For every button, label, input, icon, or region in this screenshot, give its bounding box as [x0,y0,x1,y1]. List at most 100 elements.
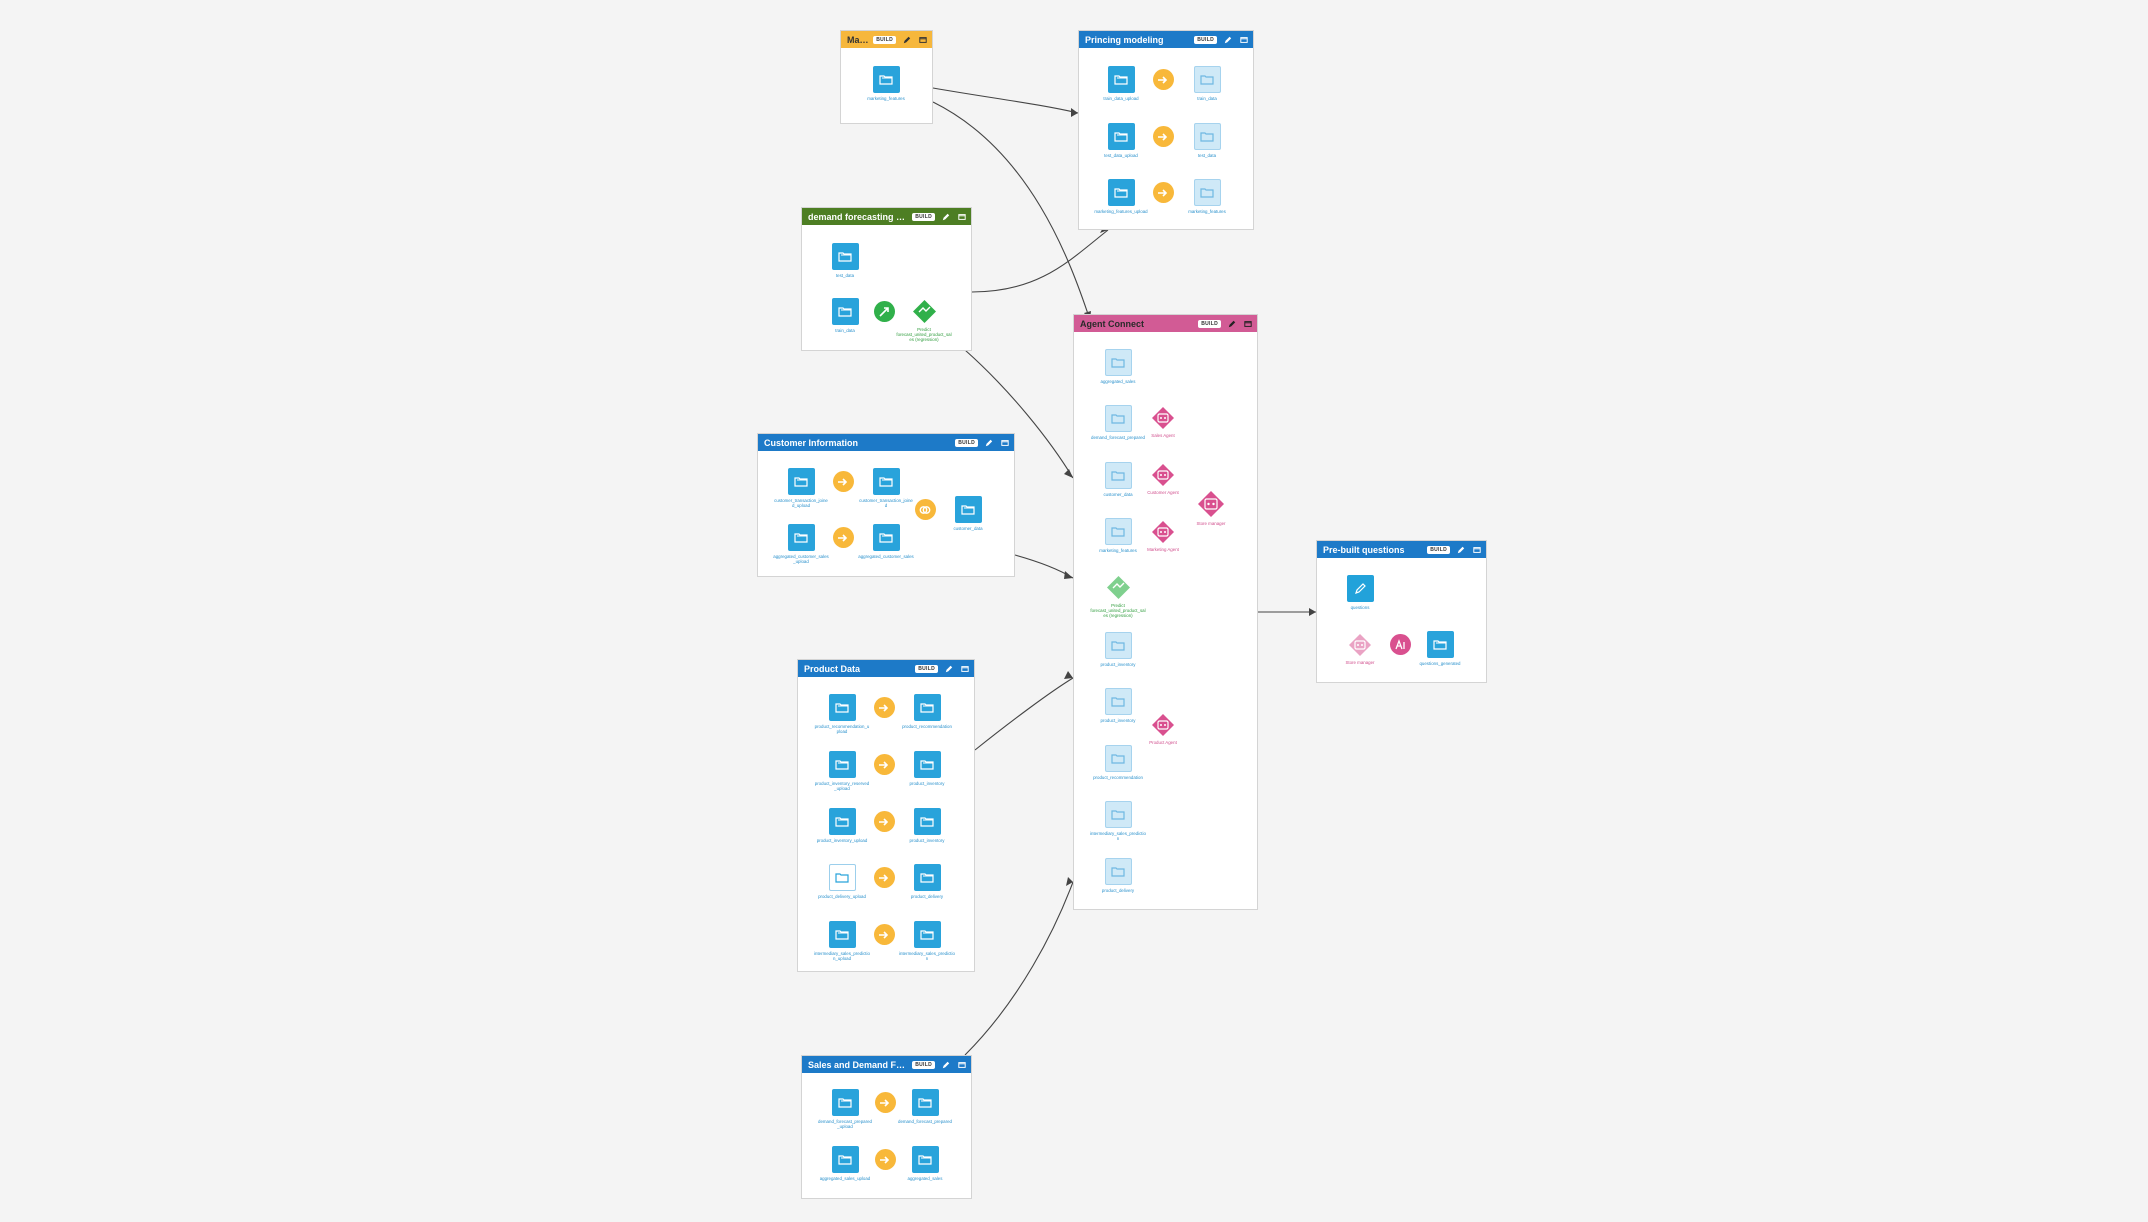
recipe-node[interactable] [856,301,912,322]
dataset-node[interactable]: customer_transaction_joined [858,468,914,508]
dataset-node[interactable]: marketing_features [858,66,914,101]
dataset-node[interactable]: product_inventory [899,751,955,786]
dataset-node[interactable]: train_data [1179,66,1235,101]
recipe-node[interactable] [856,867,912,888]
build-button[interactable]: BUILD [955,438,978,447]
build-button[interactable]: BUILD [1427,545,1450,554]
window-icon[interactable] [957,212,967,222]
dataset-node[interactable]: demand_forecast_prepared [897,1089,953,1124]
dataset-node[interactable]: product_recommendation [1090,745,1146,780]
dataset-node[interactable]: test_data_upload [1093,123,1149,158]
dataset-node[interactable]: product_delivery [1090,858,1146,893]
dataset-node[interactable]: demand_forecast_prepared_upload [817,1089,873,1129]
dataset-node[interactable]: customer_data [940,496,996,531]
dataset-node[interactable]: train_data [817,298,873,333]
edit-icon[interactable] [902,35,912,45]
agent-node[interactable]: Store manager [1183,490,1239,526]
zone-header: Mar... BUILD [841,31,932,48]
edit-icon[interactable] [941,1060,951,1070]
recipe-node[interactable] [1372,634,1428,655]
model-node[interactable]: Predict forecast_united_product_sales (r… [896,299,952,342]
agent-node[interactable]: Sales Agent [1135,406,1191,438]
agent-node[interactable]: Store manager [1332,633,1388,665]
dataset-node[interactable]: aggregated_customer_sales [858,524,914,559]
recipe-node[interactable] [1135,126,1191,147]
recipe-node[interactable] [856,924,912,945]
dataset-node[interactable]: customer_data [1090,462,1146,497]
dataset-node[interactable]: product_recommendation [899,694,955,729]
dataset-node[interactable]: customer_transaction_joined_upload [773,468,829,508]
model-node[interactable]: Predict forecast_united_product_sales (r… [1090,575,1146,618]
node-label: Product Agent [1149,740,1177,745]
build-button[interactable]: BUILD [873,35,896,44]
dataset-node[interactable]: marketing_features [1090,518,1146,553]
dataset-node[interactable]: aggregated_customer_sales_upload [773,524,829,564]
dataset-node[interactable]: product_inventory [1090,632,1146,667]
recipe-node[interactable] [815,527,871,548]
dataset-node[interactable]: product_inventory_upload [814,808,870,843]
dataset-node[interactable]: product_delivery [899,864,955,899]
build-button[interactable]: BUILD [1194,35,1217,44]
recipe-node[interactable] [857,1149,913,1170]
dataset-node[interactable]: product_inventory [1090,688,1146,723]
build-button[interactable]: BUILD [1198,319,1221,328]
recipe-node[interactable] [856,811,912,832]
dataset-folder-icon [828,751,856,778]
zone-sales-demand-forecast[interactable]: Sales and Demand Forecast BUILD [801,1055,972,1199]
dataset-node[interactable]: train_data_upload [1093,66,1149,101]
dataset-node[interactable]: questions_generated [1412,631,1468,666]
dataset-node[interactable]: aggregated_sales [1090,349,1146,384]
node-label: Predict forecast_united_product_sales (r… [896,327,952,342]
zone-demand-forecasting[interactable]: demand forecasting model BUILD [801,207,972,351]
window-icon[interactable] [1000,438,1010,448]
recipe-node[interactable] [856,697,912,718]
recipe-node[interactable] [856,754,912,775]
dataset-node[interactable]: aggregated_sales_upload [817,1146,873,1181]
build-button[interactable]: BUILD [915,664,938,673]
join-recipe-icon [914,499,936,520]
zone-prebuilt-questions[interactable]: Pre-built questions BUILD [1316,540,1487,683]
dataset-node[interactable]: test_data [1179,123,1235,158]
build-button[interactable]: BUILD [912,1060,935,1069]
recipe-node[interactable] [815,471,871,492]
window-icon[interactable] [960,664,970,674]
recipe-node[interactable] [897,499,953,520]
dataset-node[interactable]: marketing_features_upload [1093,179,1149,214]
dataset-node[interactable]: intermediary_sales_prediction_upload [814,921,870,961]
editable-dataset-node[interactable]: questions [1332,575,1388,610]
dataset-node[interactable]: product_delivery_upload [814,864,870,899]
zone-header: Sales and Demand Forecast BUILD [802,1056,971,1073]
edit-icon[interactable] [1456,545,1466,555]
edit-icon[interactable] [1227,319,1237,329]
dataset-node[interactable]: intermediary_sales_prediction [1090,801,1146,841]
zone-header: Princing modeling BUILD [1079,31,1253,48]
edit-icon[interactable] [1223,35,1233,45]
agent-node[interactable]: Product Agent [1135,713,1191,745]
window-icon[interactable] [957,1060,967,1070]
edit-icon[interactable] [941,212,951,222]
dataset-node[interactable]: intermediary_sales_prediction [899,921,955,961]
dataset-node[interactable]: product_inventory_reserved_upload [814,751,870,791]
dataset-folder-icon [1107,123,1135,150]
edit-icon[interactable] [984,438,994,448]
window-icon[interactable] [1243,319,1253,329]
dataset-node[interactable]: product_recommendation_upload [814,694,870,734]
node-label: product_delivery_upload [818,894,866,899]
dataset-node[interactable]: demand_forecast_prepared [1090,405,1146,440]
window-icon[interactable] [1239,35,1249,45]
recipe-node[interactable] [1135,182,1191,203]
build-button[interactable]: BUILD [912,212,935,221]
dataset-node[interactable]: aggregated_sales [897,1146,953,1181]
agent-node[interactable]: Marketing Agent [1135,520,1191,552]
dataset-node[interactable]: product_inventory [899,808,955,843]
edit-icon[interactable] [944,664,954,674]
recipe-node[interactable] [1135,69,1191,90]
window-icon[interactable] [918,35,928,45]
node-label: product_inventory_upload [816,838,868,843]
dataset-node[interactable]: marketing_features [1179,179,1235,214]
recipe-node[interactable] [857,1092,913,1113]
agent-robot-icon [1151,713,1175,737]
dataset-node[interactable]: test_data [817,243,873,278]
agent-node[interactable]: Customer Agent [1135,463,1191,495]
window-icon[interactable] [1472,545,1482,555]
